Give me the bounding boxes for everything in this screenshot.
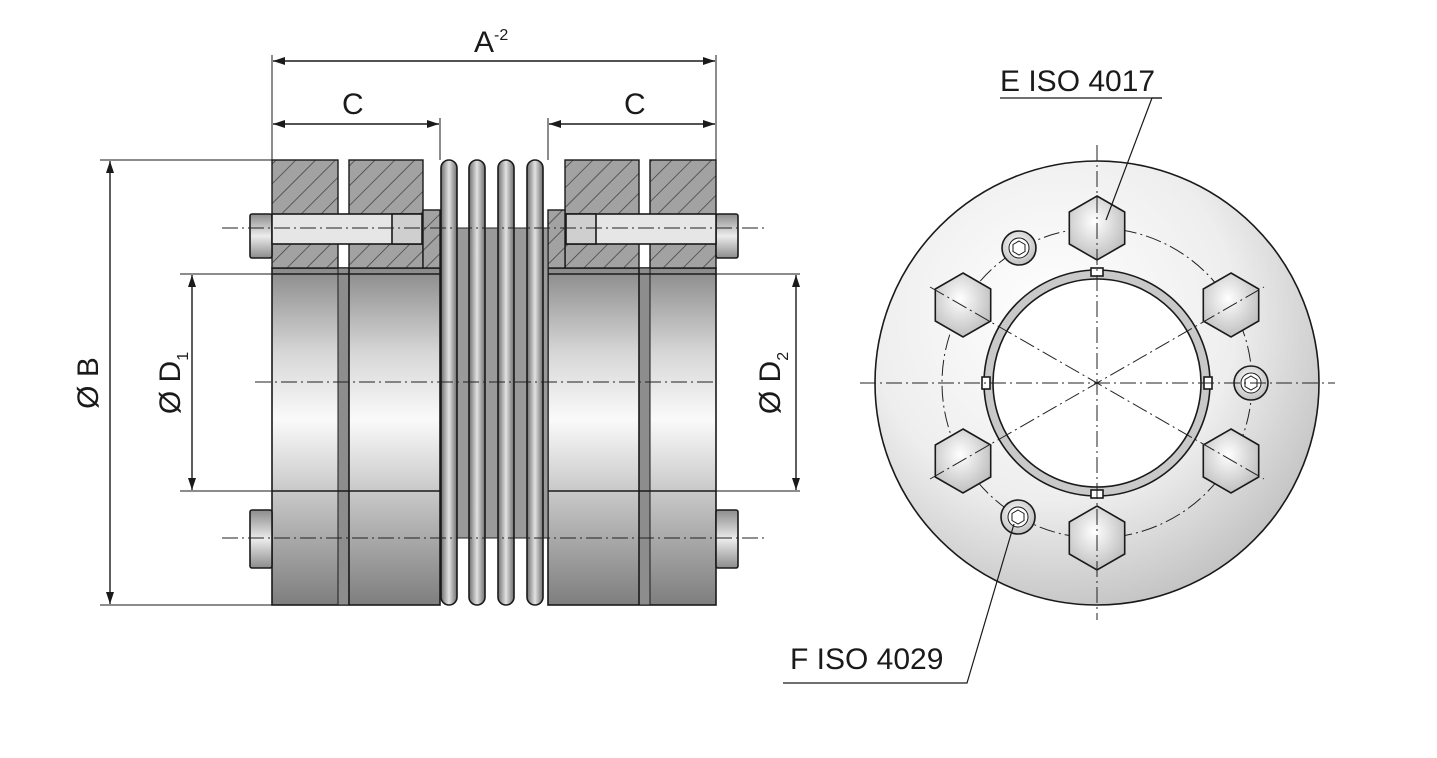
left-hub-neck-section bbox=[422, 209, 441, 269]
bellows bbox=[439, 159, 549, 606]
right-hub-body bbox=[547, 267, 717, 606]
front-view: E ISO 4017 F ISO 4029 bbox=[783, 65, 1335, 684]
right-ring-gap bbox=[638, 267, 651, 606]
label-f-iso-4029: F ISO 4029 bbox=[790, 643, 943, 676]
set-screw bbox=[1001, 230, 1037, 266]
right-bolt-head-bottom bbox=[715, 509, 739, 569]
dimension-a-label: A-2 bbox=[474, 26, 508, 59]
leader-f bbox=[783, 523, 1015, 684]
hex-bolt-head bbox=[1202, 428, 1260, 494]
dimension-b-label: Ø B bbox=[72, 357, 105, 409]
right-bolt-nut-top bbox=[565, 213, 597, 245]
left-ring-gap bbox=[337, 267, 350, 606]
dimension-d2-label: Ø D2 bbox=[754, 352, 792, 414]
hex-bolt-head bbox=[934, 272, 992, 338]
hex-bolt-head bbox=[934, 428, 992, 494]
left-bolt-head-bottom bbox=[249, 509, 273, 569]
diagonal-centerline bbox=[929, 286, 1265, 480]
set-screw bbox=[1000, 499, 1036, 535]
side-view: A-2 C C Ø B Ø D1 Ø D2 bbox=[72, 26, 800, 606]
left-hub-body bbox=[271, 267, 441, 606]
right-bolt-head-top bbox=[715, 213, 739, 259]
left-bolt-head-top bbox=[249, 213, 273, 259]
dimension-d1-label: Ø D1 bbox=[154, 352, 192, 414]
left-bolt-nut-top bbox=[391, 213, 423, 245]
dimension-c-left-label: C bbox=[342, 88, 364, 121]
hex-bolt-head bbox=[1202, 272, 1260, 338]
left-hub bbox=[249, 159, 441, 606]
right-hub-neck-section bbox=[547, 209, 566, 269]
dimension-c-right-label: C bbox=[624, 88, 646, 121]
right-hub bbox=[547, 159, 739, 606]
label-e-iso-4017: E ISO 4017 bbox=[1000, 65, 1155, 98]
